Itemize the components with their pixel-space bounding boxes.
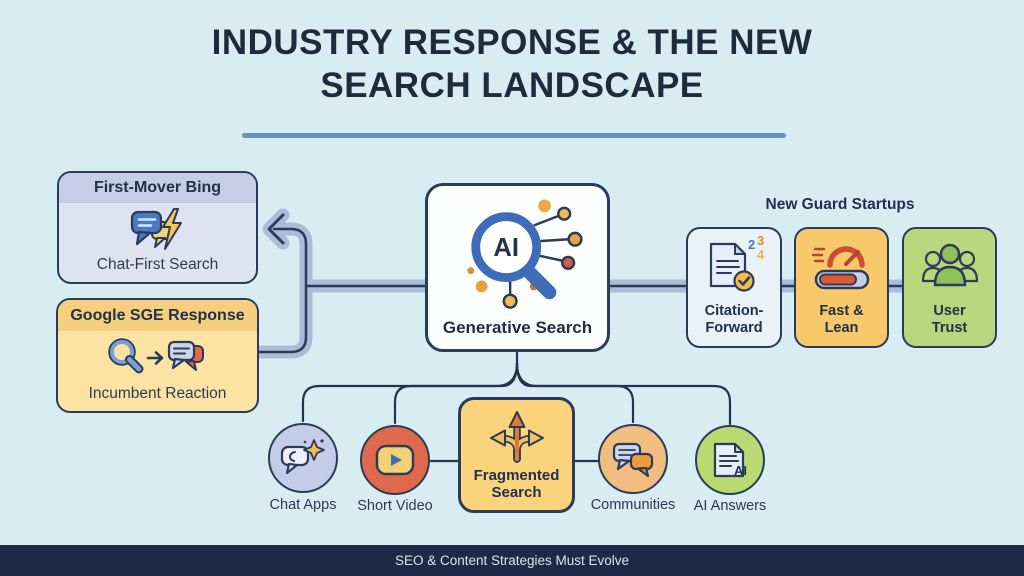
bing-box-header: First-Mover Bing (59, 173, 256, 203)
citation-forward-box: 2 3 4 Citation- Forward (686, 227, 782, 348)
fast-lean-label: Fast & Lean (819, 303, 863, 337)
video-play-icon (375, 444, 415, 476)
citation-number-2: 2 (748, 237, 755, 252)
page-title: INDUSTRY RESPONSE & THE NEW SEARCH LANDS… (0, 22, 1024, 107)
branching-arrows-icon (488, 400, 546, 467)
citation-forward-label: Citation- Forward (705, 303, 764, 337)
ai-answers-label: AI Answers (693, 498, 767, 514)
title-line-1: INDUSTRY RESPONSE & THE NEW (211, 23, 813, 62)
fragmented-search-box: Fragmented Search (458, 397, 575, 513)
chat-bubbles-icon (612, 442, 654, 478)
title-line-2: SEARCH LANDSCAPE (320, 65, 704, 105)
new-guard-heading: New Guard Startups (765, 196, 915, 213)
google-box: Google SGE Response Incumbent Reaction (56, 298, 259, 413)
communities-circle (598, 424, 668, 494)
fast-label-line2: Lean (824, 319, 859, 336)
cited-document-icon: 2 3 4 (701, 229, 767, 303)
user-trust-label: User Trust (932, 303, 967, 337)
title-underline (242, 133, 786, 138)
fragmented-label-line1: Fragmented (473, 466, 560, 484)
generative-search-box: AI Generative Search (425, 183, 610, 352)
ai-answers-circle: AI (695, 425, 765, 495)
bing-box-caption: Chat-First Search (96, 256, 219, 273)
chat-sparkle-icon (280, 439, 325, 475)
citation-number-3: 3 (757, 236, 764, 248)
user-trust-box: User Trust (902, 227, 997, 348)
citation-label-line2: Forward (705, 319, 763, 336)
footer-text: SEO & Content Strategies Must Evolve (394, 553, 630, 568)
speedometer-icon (810, 229, 874, 303)
ai-magnifier-icon: AI (449, 186, 587, 318)
ai-answers-doc-text: AI (734, 463, 747, 478)
user-group-icon (919, 229, 981, 303)
chat-apps-circle (268, 423, 338, 493)
chat-apps-label: Chat Apps (269, 497, 337, 513)
google-box-header: Google SGE Response (58, 300, 257, 331)
short-video-circle (360, 425, 430, 495)
trust-label-line2: Trust (931, 319, 968, 336)
chat-lightning-icon (127, 203, 189, 256)
citation-label-line1: Citation- (704, 302, 764, 319)
trust-label-line1: User (933, 302, 966, 319)
footer-bar: SEO & Content Strategies Must Evolve (0, 545, 1024, 576)
ai-document-icon: AI (713, 442, 747, 478)
fragmented-search-label: Fragmented Search (474, 467, 560, 502)
fast-label-line1: Fast & (819, 302, 864, 319)
ai-icon-text: AI (493, 234, 519, 262)
bing-box: First-Mover Bing Chat-First Search (57, 171, 258, 284)
left-arrowhead-icon (267, 213, 285, 245)
communities-label: Communities (590, 497, 676, 513)
short-video-label: Short Video (357, 498, 433, 514)
generative-search-label: Generative Search (442, 318, 593, 337)
fragmented-label-line2: Search (491, 483, 542, 501)
google-box-caption: Incumbent Reaction (88, 385, 227, 402)
citation-number-4: 4 (757, 247, 765, 262)
fast-lean-box: Fast & Lean (794, 227, 889, 348)
search-to-chat-icon (106, 331, 210, 385)
